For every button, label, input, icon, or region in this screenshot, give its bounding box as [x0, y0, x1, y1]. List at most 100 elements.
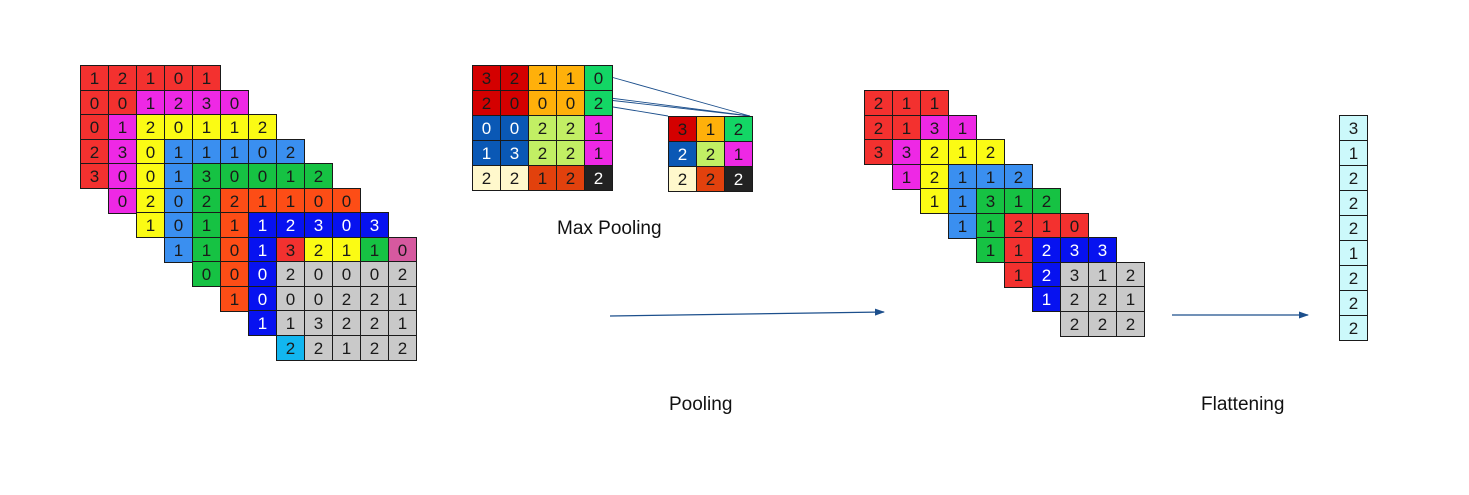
- feature-map-cell: 0: [220, 237, 249, 263]
- feature-map-cell: 0: [192, 261, 221, 287]
- feature-map-cell: 0: [304, 188, 333, 214]
- feature-map-cell: 3: [276, 237, 305, 263]
- pool-output-cell: 2: [696, 166, 725, 192]
- pool-output-cell: 1: [724, 141, 753, 167]
- pooled-map-cell: 2: [864, 90, 893, 116]
- pooled-map-cell: 3: [864, 139, 893, 165]
- pooled-map-cell: 2: [1060, 311, 1089, 337]
- feature-map-cell: 1: [388, 286, 417, 312]
- pool-output-cell: 2: [724, 116, 753, 142]
- pooled-map-cell: 2: [920, 164, 949, 190]
- feature-map-cell: 0: [248, 163, 277, 189]
- pool-output-cell: 2: [668, 166, 697, 192]
- feature-map-cell: 0: [248, 139, 277, 165]
- feature-map-cell: 1: [136, 212, 165, 238]
- feature-map-cell: 1: [276, 163, 305, 189]
- feature-map-cell: 2: [332, 286, 361, 312]
- flattened-cell: 1: [1339, 140, 1368, 166]
- feature-map-cell: 0: [164, 212, 193, 238]
- pool-input-cell: 0: [500, 90, 529, 116]
- pool-input-cell: 1: [584, 140, 613, 166]
- feature-map-cell: 0: [360, 261, 389, 287]
- feature-map-cell: 1: [164, 237, 193, 263]
- pooled-map-cell: 3: [1060, 237, 1089, 263]
- pooling-arrow: [609, 308, 885, 317]
- pooled-map-cell: 2: [1032, 262, 1061, 288]
- flattened-cell: 2: [1339, 290, 1368, 316]
- pooled-map-cell: 1: [1032, 213, 1061, 239]
- feature-map-cell: 1: [276, 188, 305, 214]
- pool-input-cell: 2: [584, 90, 613, 116]
- feature-map-cell: 2: [360, 310, 389, 336]
- feature-map-cell: 1: [220, 286, 249, 312]
- feature-map-cell: 0: [276, 286, 305, 312]
- feature-map-cell: 3: [304, 212, 333, 238]
- pooled-map-cell: 2: [1032, 237, 1061, 263]
- pooled-map-cell: 1: [948, 164, 977, 190]
- feature-map-cell: 2: [136, 188, 165, 214]
- flattened-cell: 2: [1339, 215, 1368, 241]
- pooled-map-cell: 2: [920, 139, 949, 165]
- flattening-caption: Flattening: [1201, 394, 1285, 415]
- pooled-map-cell: 1: [892, 90, 921, 116]
- feature-map-cell: 3: [192, 163, 221, 189]
- pooled-map-cell: 1: [948, 188, 977, 214]
- pooled-map-cell: 1: [920, 188, 949, 214]
- pooled-map-cell: 2: [1116, 311, 1145, 337]
- feature-map-cell: 0: [136, 139, 165, 165]
- feature-map-cell: 0: [332, 261, 361, 287]
- pooled-map-cell: 2: [1088, 286, 1117, 312]
- pooled-map-cell: 2: [1116, 262, 1145, 288]
- pool-input-cell: 1: [584, 115, 613, 141]
- pool-input-cell: 2: [500, 165, 529, 191]
- pooled-map-cell: 1: [1004, 262, 1033, 288]
- feature-map-cell: 2: [360, 335, 389, 361]
- feature-map-cell: 2: [276, 139, 305, 165]
- feature-map-cell: 1: [220, 114, 249, 140]
- pooled-map-cell: 2: [976, 139, 1005, 165]
- feature-map-cell: 1: [192, 212, 221, 238]
- pooled-map-cell: 1: [976, 164, 1005, 190]
- feature-map-cell: 2: [388, 261, 417, 287]
- pool-output-cell: 2: [668, 141, 697, 167]
- pooled-map-cell: 1: [892, 115, 921, 141]
- feature-map-cell: 2: [248, 114, 277, 140]
- pool-input-cell: 1: [528, 165, 557, 191]
- feature-map-cell: 1: [248, 188, 277, 214]
- feature-map-cell: 0: [220, 261, 249, 287]
- feature-map-cell: 0: [108, 90, 137, 116]
- flattened-cell: 3: [1339, 115, 1368, 141]
- flattened-cell: 2: [1339, 265, 1368, 291]
- pooled-map-cell: 3: [976, 188, 1005, 214]
- feature-map-cell: 0: [108, 188, 137, 214]
- pooled-map-cell: 1: [1004, 188, 1033, 214]
- feature-map-cell: 1: [192, 65, 221, 91]
- feature-map-cell: 0: [304, 286, 333, 312]
- feature-map-cell: 2: [136, 114, 165, 140]
- feature-map-cell: 3: [192, 90, 221, 116]
- feature-map-cell: 1: [136, 90, 165, 116]
- pooled-map-cell: 2: [1004, 213, 1033, 239]
- feature-map-cell: 0: [388, 237, 417, 263]
- pool-input-cell: 2: [528, 115, 557, 141]
- pool-input-cell: 3: [472, 65, 501, 91]
- pool-input-cell: 0: [584, 65, 613, 91]
- feature-map-cell: 1: [136, 65, 165, 91]
- feature-map-cell: 2: [108, 65, 137, 91]
- pool-input-cell: 2: [584, 165, 613, 191]
- feature-map-cell: 0: [332, 188, 361, 214]
- feature-map-cell: 0: [220, 90, 249, 116]
- feature-map-cell: 1: [248, 310, 277, 336]
- pool-input-cell: 1: [556, 65, 585, 91]
- pool-output-cell: 1: [696, 116, 725, 142]
- pooled-map-cell: 1: [1088, 262, 1117, 288]
- pooled-map-cell: 1: [976, 213, 1005, 239]
- pooled-map-cell: 3: [1060, 262, 1089, 288]
- feature-map-cell: 2: [360, 286, 389, 312]
- pooled-map-cell: 3: [892, 139, 921, 165]
- pooled-map-cell: 1: [1004, 237, 1033, 263]
- pooled-map-cell: 1: [920, 90, 949, 116]
- feature-map-cell: 0: [304, 261, 333, 287]
- pool-input-cell: 0: [528, 90, 557, 116]
- feature-map-cell: 0: [248, 286, 277, 312]
